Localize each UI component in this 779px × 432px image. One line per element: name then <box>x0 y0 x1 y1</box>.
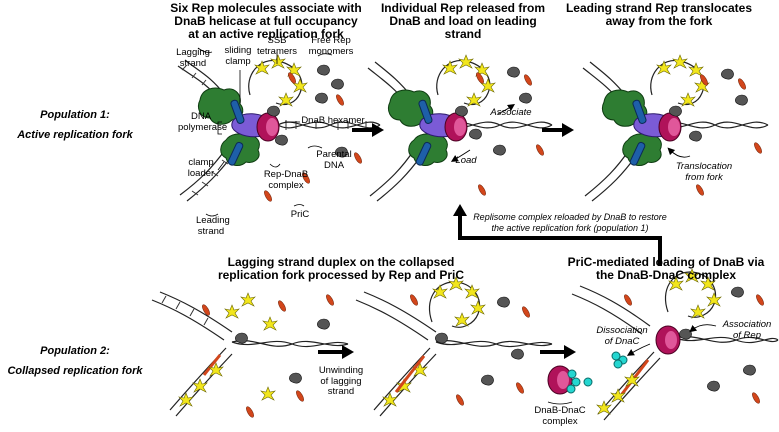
panel4-diagram <box>151 291 349 419</box>
panel1-heading: Six Rep molecules associate with DnaB he… <box>170 1 362 41</box>
pric-label: PriC <box>290 209 310 220</box>
unwinding-label: Unwinding of lagging strand <box>318 365 364 397</box>
parental-dna-label: Parental DNA <box>316 149 352 171</box>
panel4b-diagram <box>355 276 553 417</box>
rep-on-dnab <box>267 105 280 117</box>
panel5-diagram <box>571 268 779 421</box>
panel2-diagram <box>367 54 553 202</box>
population2-subtitle: Collapsed replication fork <box>7 365 143 377</box>
population1-subtitle: Active replication fork <box>17 129 133 141</box>
population1-title: Population 1: <box>40 109 110 121</box>
dnab-dnac-complex <box>547 365 581 405</box>
reload-note: Replisome complex reloaded by DnaB to re… <box>473 212 667 233</box>
free-rep-monomers <box>315 64 348 158</box>
dnab-hexamer <box>256 112 280 142</box>
rep-on-dnab <box>275 134 288 146</box>
dnab-dnac-label: DnaB-DnaC complex <box>534 405 586 427</box>
panel1-diagram <box>177 47 381 217</box>
panel1-leader-lines <box>197 47 333 217</box>
reload-arrow <box>453 204 662 266</box>
assoc-rep-label: Association of Rep <box>722 319 772 341</box>
dna-polymerase-label: DNA polymerase <box>178 111 228 133</box>
dissociation-label: Dissociation of DnaC <box>596 325 648 347</box>
to-pric-arrow <box>540 345 576 359</box>
sliding-clamp-top <box>230 99 245 124</box>
clamp-loader-label: clamp loader <box>187 157 215 179</box>
panel2-heading: Individual Rep released from DnaB and lo… <box>380 1 546 41</box>
flow-arrows-top <box>352 123 574 137</box>
ssb-tetramers-label: SSB tetramers <box>256 35 298 57</box>
leading-strand-label: Leading strand <box>196 215 230 237</box>
ssb-loop <box>248 54 308 107</box>
translocation-label: Translocation from fork <box>675 161 733 183</box>
associate-label: Associate <box>490 107 532 118</box>
panel3-diagram <box>582 54 769 202</box>
parental-dna-helix <box>277 120 381 130</box>
sliding-clamp-label: sliding clamp <box>224 45 252 67</box>
dnab-hexamer-label: DnaB hexamer <box>301 115 365 126</box>
population2-title: Population 2: <box>40 345 110 357</box>
load-label: Load <box>455 155 477 166</box>
panel3-heading: Leading strand Rep translocates away fro… <box>565 1 753 28</box>
free-rep-label: Free Rep monomers <box>308 35 354 57</box>
dnac-dissociated <box>583 351 628 387</box>
lagging-strand-label: Lagging strand <box>176 47 210 69</box>
rep-dnab-label: Rep-DnaB complex <box>263 169 309 191</box>
unwinding-arrow <box>318 345 354 359</box>
sliding-clamp-bottom <box>227 141 244 166</box>
panel4-heading: Lagging strand duplex on the collapsed r… <box>217 255 465 282</box>
panel5-heading: PriC-mediated loading of DnaB via the Dn… <box>567 255 765 282</box>
